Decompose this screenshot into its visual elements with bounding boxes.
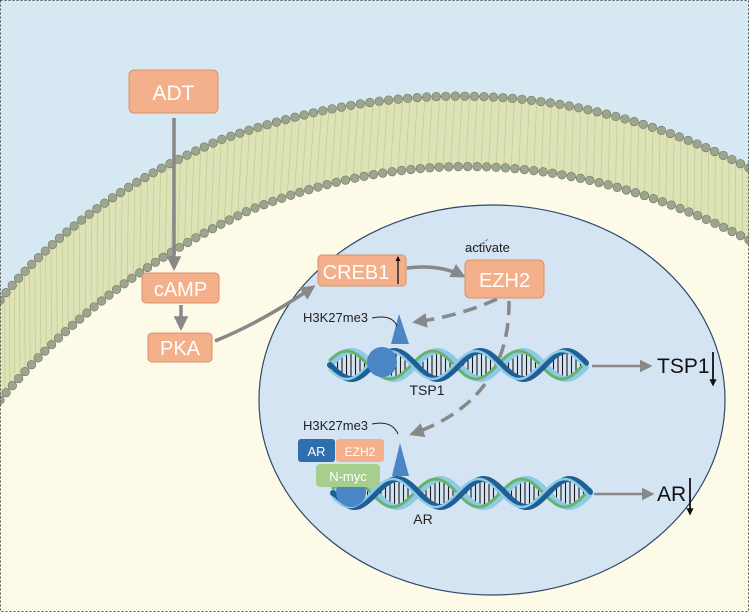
- complex-ezh2-box: [336, 439, 384, 462]
- node-ezh2-box: [464, 259, 545, 299]
- arrow-ezh2-to-tsp1-histone: [412, 297, 498, 328]
- activate-label: activate: [465, 240, 510, 255]
- arrow-pka-to-creb1: [214, 285, 316, 343]
- output-label-tsp1: TSP1: [657, 355, 710, 378]
- node-creb1-box: [317, 254, 407, 287]
- h3k27me3-label-top: H3K27me3: [303, 310, 368, 325]
- gene-label-tsp1: TSP1: [409, 382, 444, 398]
- node-ezh2-label: EZH2: [479, 270, 530, 292]
- complex-nmyc-label: N-myc: [329, 469, 367, 484]
- histone-mark-tsp1: [391, 314, 409, 344]
- node-camp-box: [141, 272, 220, 304]
- activate-dashed-link: [467, 238, 489, 252]
- h3k27me3-pointer-bottom: [371, 422, 399, 435]
- h3k27me3-pointer-top: [371, 316, 398, 327]
- histone-mark-ar: [392, 443, 409, 476]
- gene-label-ar: AR: [413, 511, 432, 527]
- node-adt-label: ADT: [153, 82, 195, 105]
- membrane-lipid-heads: [0, 91, 749, 405]
- complex-ar-box: [298, 439, 335, 462]
- complex-nmyc-box: [316, 464, 380, 487]
- node-adt-box: [128, 69, 219, 114]
- h3k27me3-label-bottom: H3K27me3: [303, 418, 368, 433]
- membrane-lipid-stripes: [0, 96, 749, 400]
- complex-ezh2-label: EZH2: [345, 445, 376, 459]
- node-pka-box: [147, 332, 213, 363]
- histone-core-tsp1: [367, 347, 397, 377]
- complex-ar-label: AR: [307, 444, 325, 459]
- node-camp-label: cAMP: [154, 279, 207, 301]
- arrow-creb1-to-ezh2: [406, 264, 466, 278]
- node-pka-label: PKA: [160, 338, 201, 360]
- node-creb1-label: CREB1: [323, 262, 390, 284]
- output-label-ar: AR: [657, 483, 686, 506]
- dna-helix-ar: [330, 475, 593, 511]
- arrow-ezh2-to-ar-histone: [409, 300, 511, 438]
